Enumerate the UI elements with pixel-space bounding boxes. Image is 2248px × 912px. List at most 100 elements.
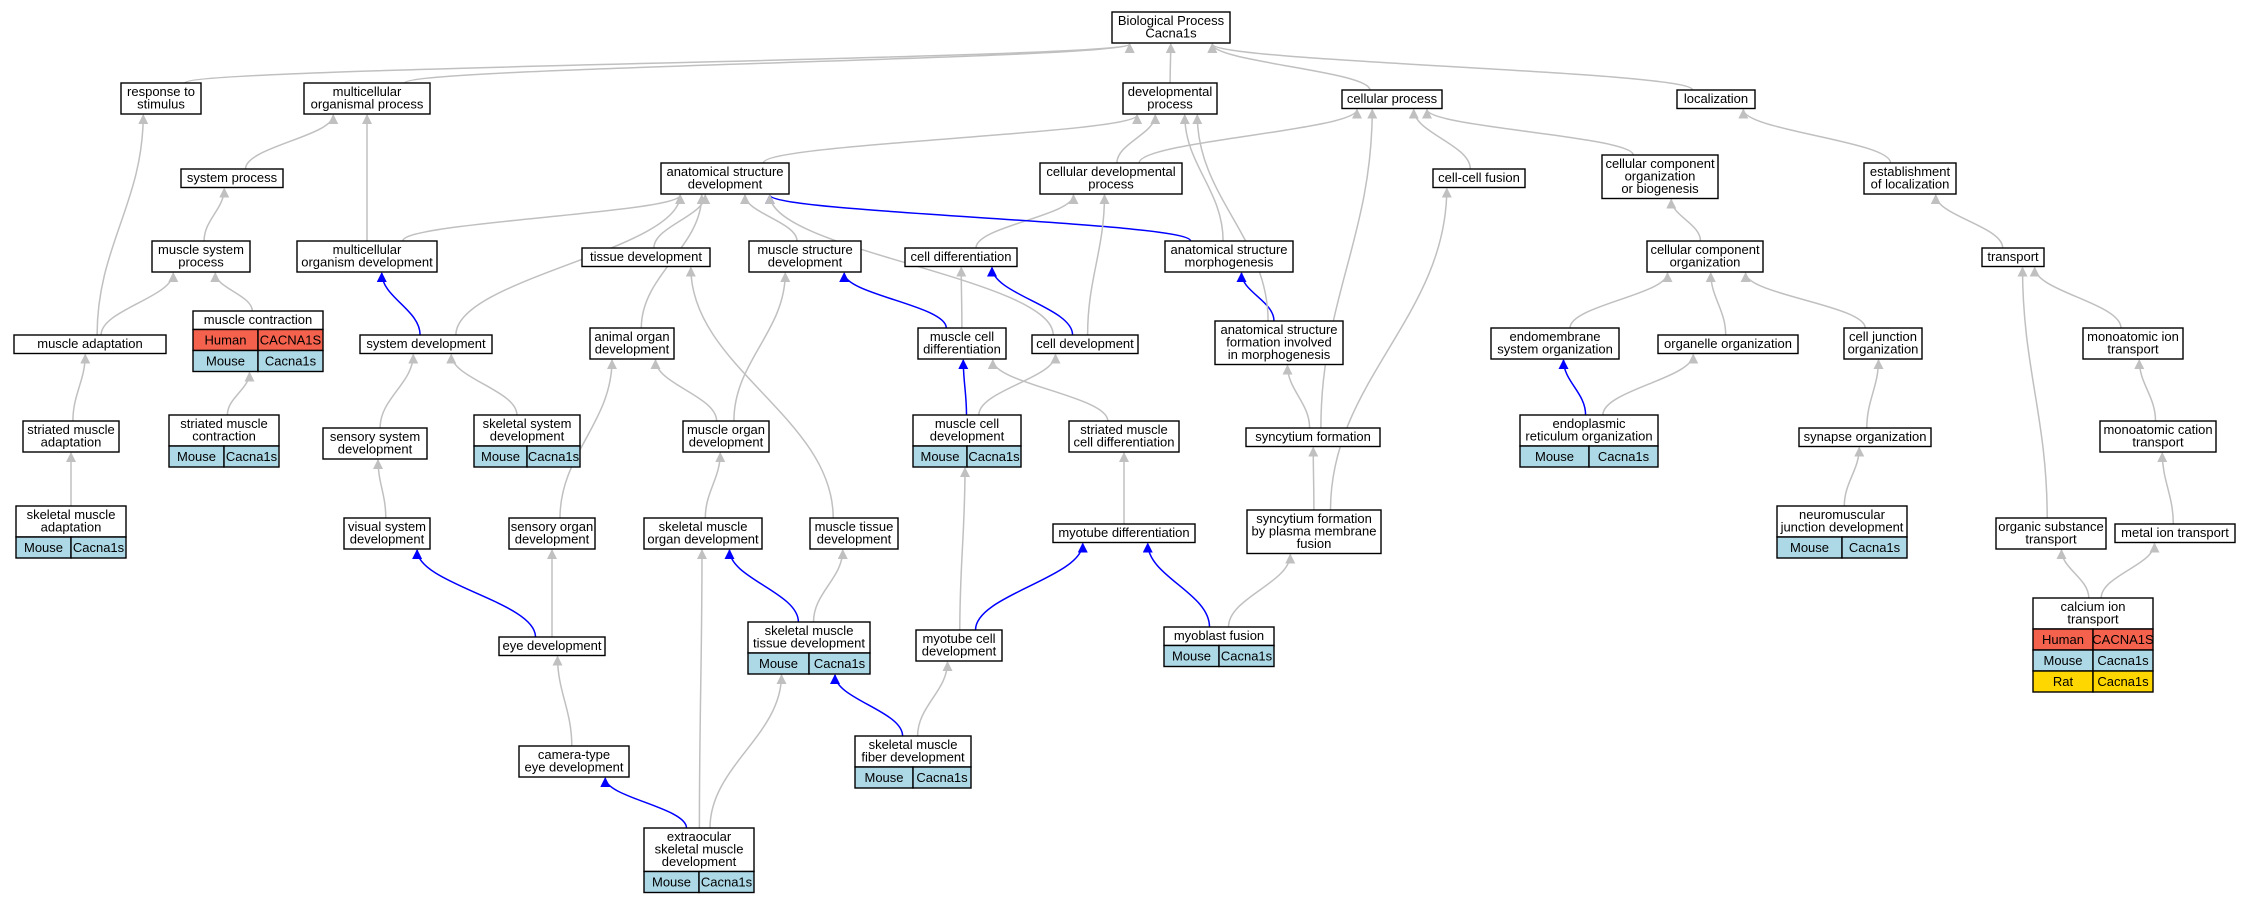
- node-box: [1245, 427, 1381, 448]
- node-box: [748, 240, 862, 273]
- node-cdiff[interactable]: cell differentiation: [904, 247, 1018, 268]
- node-syno[interactable]: synapse organization: [1798, 427, 1932, 448]
- node-orgo[interactable]: organelle organization: [1657, 334, 1799, 355]
- gene-cell: [223, 445, 280, 468]
- node-cellp[interactable]: cellular process: [1341, 89, 1443, 110]
- node-label-line: anatomical structure: [1220, 322, 1337, 337]
- node-sysd[interactable]: system development: [359, 334, 493, 355]
- node-label-line: eye development: [524, 760, 623, 775]
- edge-msd-to-asd: [740, 194, 798, 242]
- gene-cell: [912, 766, 972, 789]
- edge-ero-to-orgo: [1602, 353, 1699, 416]
- node-mitr[interactable]: metal ion transport: [2114, 523, 2236, 544]
- node-label-line: development: [350, 532, 425, 547]
- node-label-line: by plasma membrane: [1252, 524, 1377, 539]
- node-label-line: syncytium formation: [1256, 511, 1372, 526]
- species-label: Mouse: [2043, 653, 2082, 668]
- node-label-line: cell-cell fusion: [1438, 170, 1520, 185]
- node-tisd[interactable]: tissue development: [581, 247, 711, 268]
- gene-label: Cacna1s: [2097, 653, 2149, 668]
- node-label-line: visual system: [348, 519, 426, 534]
- gene-cell: [526, 445, 581, 468]
- node-box: [518, 745, 630, 778]
- node-label-line: in morphogenesis: [1228, 347, 1331, 362]
- species-label: Mouse: [24, 540, 63, 555]
- node-box: [904, 247, 1018, 268]
- node-box: [1995, 517, 2107, 550]
- edge-celld-to-cdiff: [987, 266, 1074, 336]
- edge-mcdev-to-mcd: [958, 359, 969, 416]
- node-myod[interactable]: myotube differentiation: [1052, 523, 1196, 544]
- node-box: [1432, 168, 1526, 189]
- gene-label: Cacna1s: [916, 770, 968, 785]
- node-label-line: skeletal muscle: [869, 737, 958, 752]
- node-label-line: development: [930, 429, 1005, 444]
- node-box: [343, 517, 431, 550]
- node-trans[interactable]: transport: [1981, 247, 2045, 268]
- edge-multi-to-bp: [404, 43, 1135, 84]
- node-syncf[interactable]: syncytium formation: [1245, 427, 1381, 448]
- node-label-line: transport: [1987, 249, 2039, 264]
- node-label-line: development: [515, 532, 590, 547]
- gene-cell: [1841, 536, 1908, 559]
- edge-ccf-to-cellp: [1408, 108, 1472, 170]
- species-label: Rat: [2053, 674, 2074, 689]
- node-celld[interactable]: cell development: [1031, 334, 1139, 355]
- species-label: Human: [205, 333, 247, 348]
- node-eyed[interactable]: eye development: [498, 636, 606, 657]
- edge-mod2-to-msd: [733, 272, 791, 422]
- node-loc[interactable]: localization: [1676, 89, 1756, 110]
- node-box: [322, 427, 428, 460]
- node-sysp[interactable]: system process: [180, 168, 284, 189]
- node-ccf[interactable]: cell-cell fusion: [1432, 168, 1526, 189]
- node-madapt[interactable]: muscle adaptation: [13, 334, 167, 355]
- node-box: [581, 247, 711, 268]
- node-label-line: contraction: [192, 429, 256, 444]
- gene-label: Cacna1s: [2097, 674, 2149, 689]
